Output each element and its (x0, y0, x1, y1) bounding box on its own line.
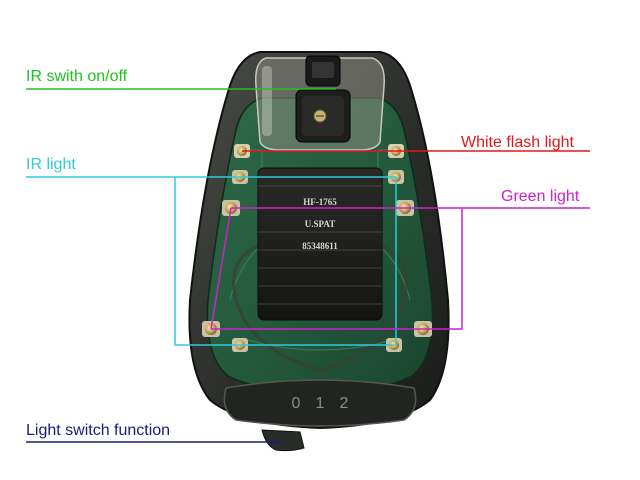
battery-number-text: 85348611 (302, 241, 338, 251)
dial-number-0: 0 (292, 395, 301, 412)
green-light-label: Green light (501, 188, 580, 205)
battery (257, 167, 383, 321)
switch-dial (223, 379, 417, 427)
switch-lever (261, 429, 305, 452)
dial-number-2: 2 (340, 395, 349, 412)
battery-patent-text: U.SPAT (305, 219, 335, 229)
ir-switch-label: IR swith on/off (26, 68, 128, 85)
top-housing-highlight (262, 66, 272, 136)
green-light-callout (210, 207, 590, 330)
ir-switch (295, 55, 351, 143)
light-switch-label: Light switch function (26, 422, 171, 439)
white-flash-label: White flash light (461, 134, 574, 151)
battery-bands (258, 185, 382, 305)
dial-number-1: 1 (316, 395, 325, 412)
ir-light-callout (26, 176, 397, 346)
ir-light-label: IR light (26, 156, 76, 173)
battery-model-text: HF-1765 (303, 197, 337, 207)
